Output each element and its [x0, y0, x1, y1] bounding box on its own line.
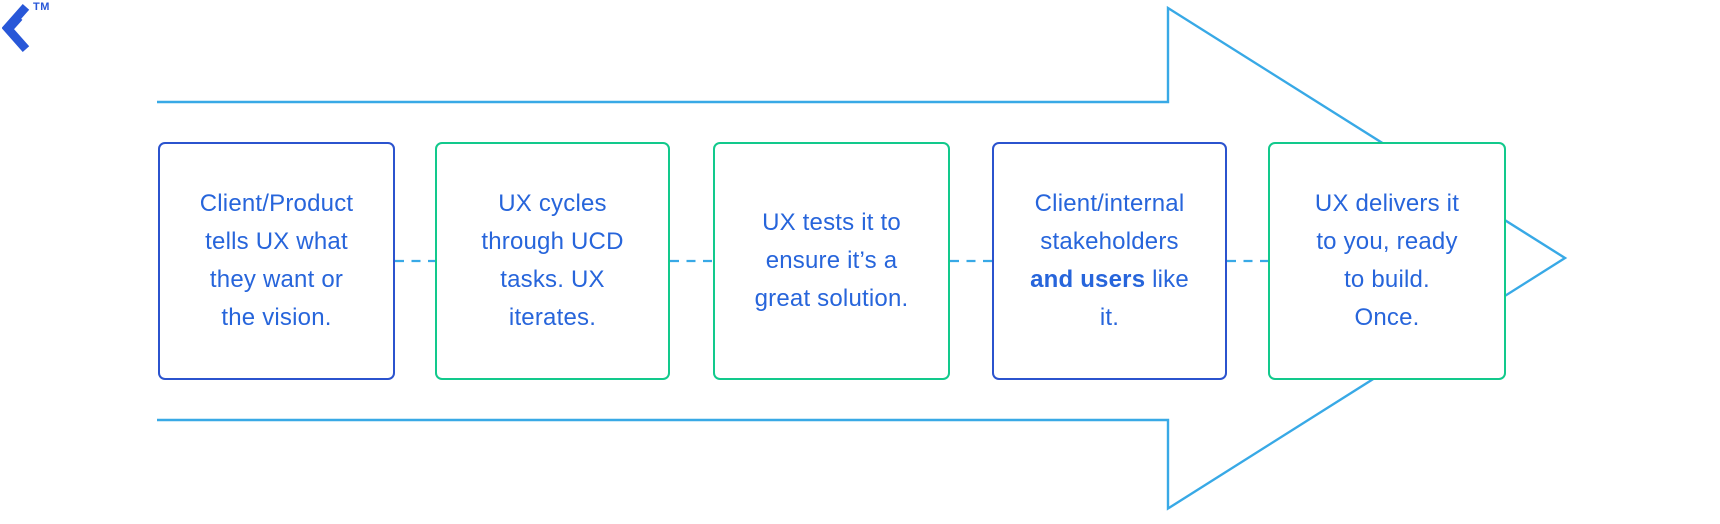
step-1-text: Client/Product tells UX what they want o…	[200, 185, 354, 337]
step-text-bold: and users	[1030, 266, 1146, 293]
trademark-label: TM	[33, 1, 50, 13]
step-3-text: UX tests it to ensure it’s a great solut…	[755, 204, 909, 318]
process-step-3: UX tests it to ensure it’s a great solut…	[713, 142, 950, 380]
step-text-line: to you, ready	[1316, 228, 1458, 255]
step-text-line: tells UX what	[205, 228, 348, 255]
step-text-after-bold: like	[1145, 266, 1189, 293]
logo-inner-dash	[8, 15, 23, 30]
step-text-line: Once.	[1354, 304, 1420, 331]
process-step-4: Client/internal stakeholders and users l…	[992, 142, 1227, 380]
process-step-1: Client/Product tells UX what they want o…	[158, 142, 395, 380]
process-step-5: UX delivers it to you, ready to build. O…	[1268, 142, 1506, 380]
step-text-line: Client/internal	[1034, 190, 1185, 217]
step-text-line: UX tests it to	[762, 209, 901, 236]
step-text-line: they want or	[209, 266, 344, 293]
step-4-text: Client/internal stakeholders and users l…	[1030, 185, 1189, 337]
step-text-line: stakeholders	[1040, 228, 1179, 255]
step-text-line: ensure it’s a	[765, 247, 898, 274]
arrow-outline	[157, 5, 1568, 511]
step-text-line: to build.	[1344, 266, 1430, 293]
step-text-line: the vision.	[221, 304, 332, 331]
step-text-line: UX delivers it	[1314, 190, 1460, 217]
step-text-line: Client/Product	[199, 190, 354, 217]
toptal-logo-icon	[2, 4, 30, 52]
step-text-line: it.	[1099, 304, 1120, 331]
process-step-2: UX cycles through UCD tasks. UX iterates…	[435, 142, 670, 380]
step-text-line: iterates.	[508, 304, 597, 331]
step-text-line: great solution.	[754, 285, 909, 312]
step-text-line: UX cycles	[498, 190, 607, 217]
step-text-line: tasks. UX	[500, 266, 605, 293]
logo-chevron	[2, 4, 30, 52]
step-text-line: and users like	[1030, 261, 1189, 299]
step-text-line: through UCD	[481, 228, 624, 255]
step-2-text: UX cycles through UCD tasks. UX iterates…	[481, 185, 623, 337]
step-5-text: UX delivers it to you, ready to build. O…	[1315, 185, 1459, 337]
